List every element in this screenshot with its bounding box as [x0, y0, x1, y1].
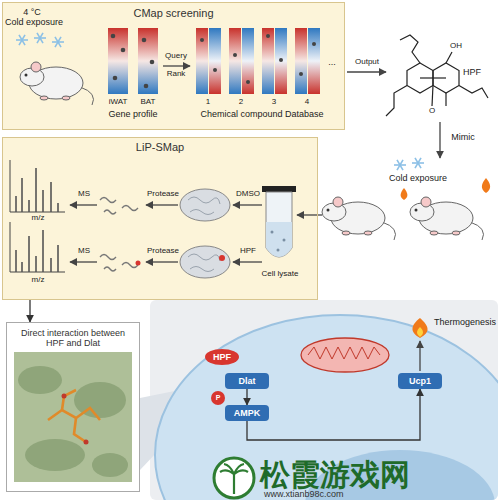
interaction-box: Direct interaction between HPF and Dlat [6, 322, 140, 492]
dlat-box: Dlat [225, 373, 269, 389]
protein-label: Ucp1 [409, 376, 431, 386]
watermark: 松霞游戏网 [260, 458, 410, 491]
temperature-label: 4 °C [23, 8, 41, 18]
compound-label: HPF [213, 352, 231, 362]
column-number: 4 [305, 98, 309, 107]
arrow-connector [246, 389, 247, 405]
column-number: 3 [272, 98, 276, 107]
phospho-label: P [216, 394, 221, 402]
phospho-circle: P [211, 391, 225, 405]
arrow-connector [29, 300, 30, 322]
sample-label: Cell lysate [262, 270, 299, 279]
box-heading: Direct interaction between HPF and Dlat [7, 323, 139, 349]
arrow-label: Output [355, 58, 379, 67]
hpf-oval: HPF [205, 349, 239, 365]
arrow-label: Protease [147, 247, 179, 256]
watermark: www.xtianb98c.com [264, 490, 344, 500]
arrow-label: HPF [240, 247, 256, 256]
arrow-label: DMSO [236, 190, 260, 199]
column-number: 1 [206, 98, 210, 107]
arrow-label: Query [165, 52, 187, 61]
column-number: 2 [239, 98, 243, 107]
column-label: iWAT [109, 98, 128, 107]
arrow-connector [247, 389, 420, 440]
arrow-label: Rank [167, 70, 186, 79]
ellipsis-label: ... [328, 58, 336, 68]
protein-label: AMPK [234, 408, 261, 418]
condition-label: Cold exposure [5, 18, 63, 28]
ucp1-box: Ucp1 [398, 373, 442, 389]
atom-label: OH [450, 42, 462, 51]
arrow-label: Mimic [451, 133, 475, 143]
axis-label: Gene profile [108, 110, 157, 120]
arrow-label: Protease [147, 190, 179, 199]
condition-label: Cold exposure [389, 174, 447, 184]
instrument-label: MS [78, 247, 90, 256]
process-label: Thermogenesis [434, 318, 496, 328]
atom-label: O [429, 107, 435, 116]
panel-title: LiP-SMap [3, 141, 317, 154]
instrument-label: MS [78, 190, 90, 199]
column-label: BAT [141, 98, 156, 107]
compound-name: HPF [463, 68, 481, 78]
axis-label: Chemical compound Database [200, 110, 323, 120]
axis-label: m/z [32, 214, 45, 223]
axis-label: m/z [32, 276, 45, 285]
protein-label: Dlat [238, 376, 255, 386]
ampk-box: AMPK [225, 405, 269, 421]
